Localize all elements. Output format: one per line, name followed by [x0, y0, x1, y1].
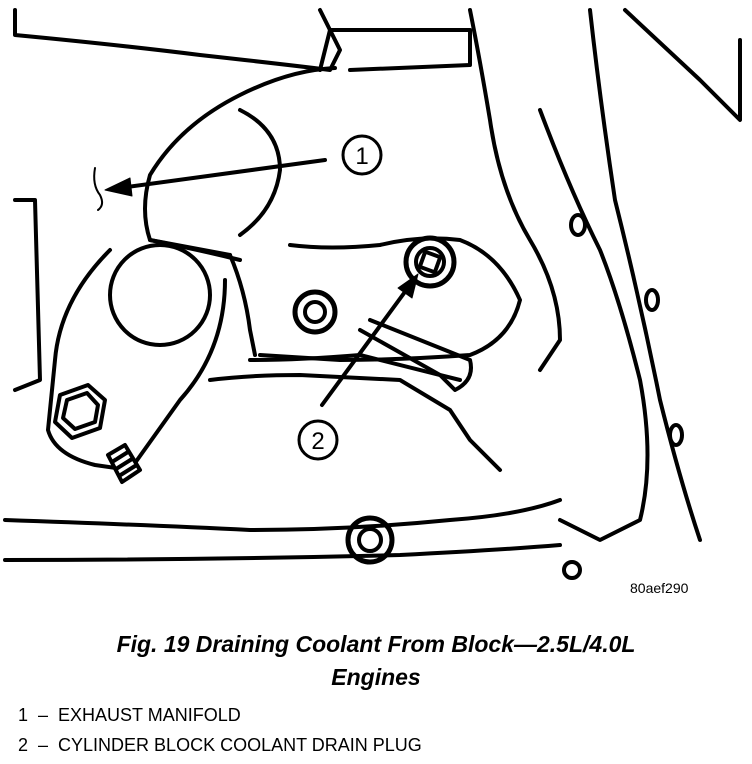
flange-hole-2	[644, 288, 660, 312]
callout-1-number: 1	[355, 143, 368, 170]
block-lug	[358, 318, 473, 392]
block-bolt-hole-upper	[292, 289, 338, 335]
callout-2-leader	[320, 283, 412, 407]
manifold-inner-curve	[238, 108, 282, 237]
right-flange-outer	[588, 8, 702, 542]
right-edge	[623, 8, 742, 122]
block-top-edge	[468, 8, 562, 372]
manifold-upper-outline	[13, 8, 342, 72]
flange-hole-1	[569, 213, 587, 237]
manifold-bolt-hex	[61, 391, 100, 431]
drain-plug-square	[417, 249, 443, 275]
callout-2-arrowhead	[397, 273, 419, 299]
figure-reference-code: 80aef290	[630, 580, 689, 596]
legend-item-1: 1 – EXHAUST MANIFOLD	[18, 705, 241, 725]
block-casting-ridge	[228, 253, 257, 357]
right-flange-inner	[538, 108, 650, 542]
block-bolt-hole-lower-inner	[357, 527, 383, 553]
manifold-flange	[318, 28, 472, 72]
figure-caption: Fig. 19 Draining Coolant From Block—2.5L…	[0, 628, 752, 694]
callout-2: 2	[297, 419, 339, 461]
callout-1-target-mark	[93, 167, 104, 211]
legend-item-2: 2 – CYLINDER BLOCK COOLANT DRAIN PLUG	[18, 735, 422, 755]
drain-plug-boss	[403, 235, 457, 289]
block-lower-ridge	[208, 373, 502, 472]
manifold-body-curve	[143, 66, 337, 257]
callout-1-leader	[118, 158, 327, 190]
drain-plug-outer	[414, 246, 446, 278]
block-boss-outline	[258, 236, 522, 362]
block-bolt-hole-lower	[345, 515, 395, 565]
caption-line-2: Engines	[331, 664, 421, 690]
manifold-runner	[46, 248, 227, 472]
callout-2-number: 2	[311, 428, 324, 455]
block-bolt-hole-upper-inner	[303, 300, 327, 324]
callout-1-arrowhead	[104, 177, 133, 197]
engine-block-illustration: 1 2	[3, 8, 742, 580]
block-bottom-edge	[3, 543, 562, 562]
manifold-edge-left	[13, 198, 42, 392]
block-lower-edge	[3, 498, 562, 532]
flange-hole-3	[668, 423, 684, 447]
legend: 1 – EXHAUST MANIFOLD 2 – CYLINDER BLOCK …	[18, 700, 422, 760]
manifold-port	[108, 243, 212, 347]
manifold-stud	[106, 443, 142, 484]
callout-1: 1	[341, 134, 383, 176]
caption-line-1: Fig. 19 Draining Coolant From Block—2.5L…	[116, 631, 636, 657]
block-small-hole	[562, 560, 582, 580]
